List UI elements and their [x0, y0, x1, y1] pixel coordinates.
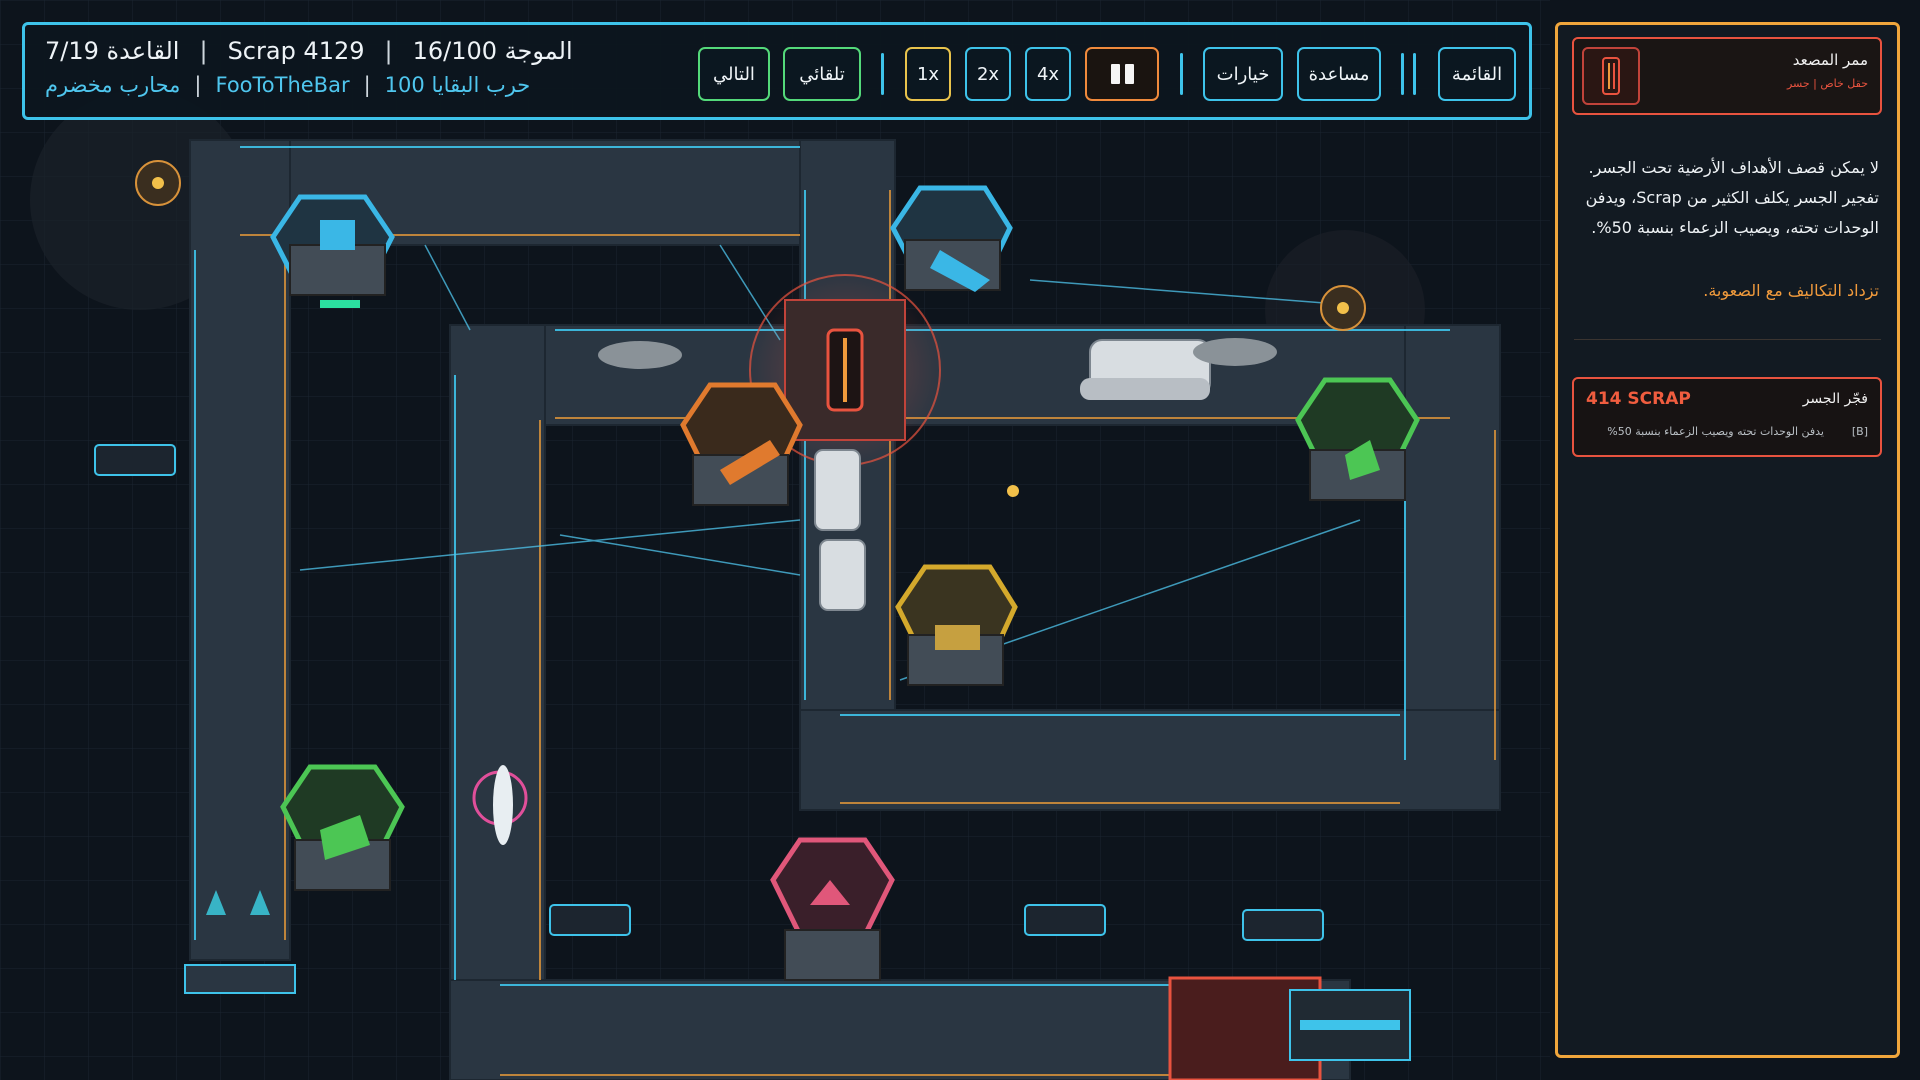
spawn-gate	[184, 890, 296, 994]
action-name: فجّر الجسر	[1802, 391, 1868, 407]
separator: |	[194, 73, 202, 97]
hud-stats: 7/19 القاعدة | Scrap 4129 | 16/100 الموج…	[45, 37, 573, 65]
separator: |	[384, 37, 393, 65]
player-name: FooToTheBar	[215, 73, 350, 97]
zone-card: ممر المصعد حقل خاص | جسر	[1572, 37, 1882, 115]
options-button[interactable]: خيارات	[1203, 47, 1283, 101]
pause-icon	[1110, 64, 1134, 84]
cost-warning: تزداد التكاليف مع الصعوبة.	[1703, 281, 1879, 300]
tower-yellow[interactable]	[895, 564, 1018, 686]
tower-orange[interactable]	[680, 382, 803, 506]
divider	[1180, 53, 1183, 95]
next-wave-button[interactable]: التالي	[698, 47, 770, 101]
action-cost: 414 SCRAP	[1586, 389, 1691, 409]
divider	[1401, 53, 1404, 95]
enemy-ship	[598, 338, 1277, 369]
info-panel: ممر المصعد حقل خاص | جسر لا يمكن قصف الأ…	[1555, 22, 1900, 1058]
survivors-count: حرب البقايا 100	[384, 73, 531, 97]
help-button[interactable]: مساعدة	[1297, 47, 1381, 101]
separator: |	[363, 73, 371, 97]
zone-description: لا يمكن قصف الأهداف الأرضية تحت الجسر. ت…	[1585, 158, 1879, 237]
divider	[881, 53, 884, 95]
action-description: يدفن الوحدات تحته ويصيب الزعماء بنسبة 50…	[1607, 425, 1824, 438]
base-count: 7/19 القاعدة	[45, 37, 180, 65]
exit-core[interactable]	[1168, 976, 1411, 1080]
tower-pink[interactable]	[770, 837, 895, 981]
tower-green-1[interactable]	[1295, 377, 1420, 501]
elevator-icon	[1582, 47, 1640, 105]
zone-title: ممر المصعد	[1792, 51, 1868, 69]
vent	[94, 444, 1324, 941]
speed-1x-button[interactable]: 1x	[905, 47, 951, 101]
divider	[1413, 53, 1416, 95]
zone-subtitle: حقل خاص | جسر	[1786, 77, 1868, 90]
turret-node	[135, 160, 1366, 497]
action-hotkey: [B]	[1851, 425, 1868, 438]
separator: |	[199, 37, 208, 65]
pause-button[interactable]	[1085, 47, 1159, 101]
enemy-convoy	[814, 449, 866, 611]
speed-2x-button[interactable]: 2x	[965, 47, 1011, 101]
enemy-tank	[1080, 339, 1211, 400]
player-unit[interactable]	[472, 765, 528, 845]
player-rank: محارب مخضرم	[45, 73, 181, 97]
menu-button[interactable]: القائمة	[1438, 47, 1516, 101]
detonate-bridge-action[interactable]: فجّر الجسر 414 SCRAP [B] يدفن الوحدات تح…	[1572, 377, 1882, 457]
hud-player-info: محارب مخضرم | FooToTheBar | حرب البقايا …	[45, 73, 530, 97]
hud-bar: 7/19 القاعدة | Scrap 4129 | 16/100 الموج…	[22, 22, 1532, 120]
divider	[1574, 339, 1881, 340]
scrap-count: Scrap 4129	[227, 37, 365, 65]
tower-blue-2[interactable]	[890, 185, 1013, 292]
wave-count: 16/100 الموجة	[412, 37, 573, 65]
tower-green-2[interactable]	[280, 764, 405, 891]
tower-blue-1[interactable]	[270, 194, 395, 308]
auto-button[interactable]: تلقائي	[783, 47, 861, 101]
speed-4x-button[interactable]: 4x	[1025, 47, 1071, 101]
